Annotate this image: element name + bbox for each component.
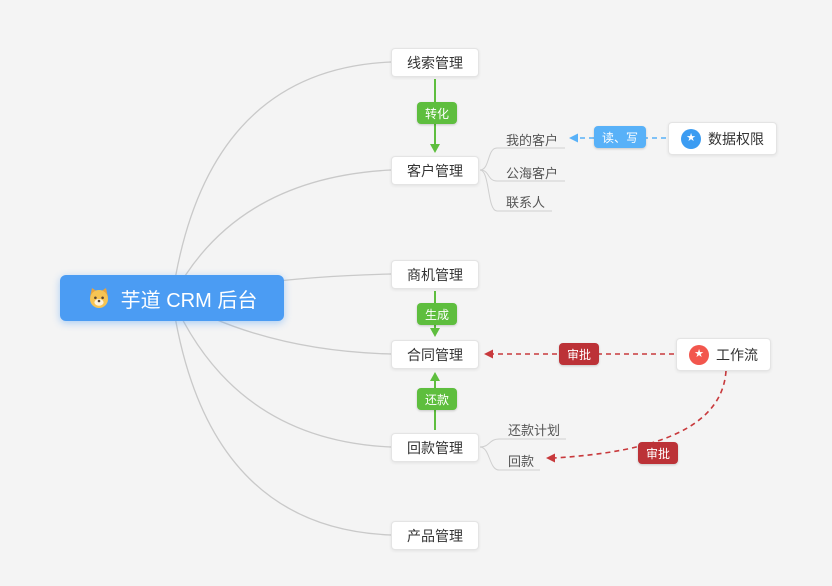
node-workflow[interactable]: ★ 工作流 bbox=[676, 338, 771, 371]
edge-label-approve-receivable: 审批 bbox=[638, 442, 679, 464]
node-contract[interactable]: 合同管理 bbox=[391, 340, 479, 369]
node-data-permission-label: 数据权限 bbox=[708, 130, 764, 147]
node-customers-label: 客户管理 bbox=[407, 162, 463, 179]
node-data-permission[interactable]: ★ 数据权限 bbox=[668, 122, 777, 155]
edge-label-convert: 转化 bbox=[417, 102, 458, 124]
node-contract-label: 合同管理 bbox=[407, 346, 463, 363]
node-opportunity-label: 商机管理 bbox=[407, 266, 463, 283]
node-customers[interactable]: 客户管理 bbox=[391, 156, 479, 185]
edge-label-repay: 还款 bbox=[417, 388, 458, 410]
node-product[interactable]: 产品管理 bbox=[391, 521, 479, 550]
node-product-label: 产品管理 bbox=[407, 527, 463, 544]
child-receipt[interactable]: 回款 bbox=[508, 454, 535, 469]
blue-dashed-arrow bbox=[569, 133, 666, 143]
node-opportunity[interactable]: 商机管理 bbox=[391, 260, 479, 289]
root-node-label: 芋道 CRM 后台 bbox=[120, 289, 258, 312]
child-public-customers[interactable]: 公海客户 bbox=[506, 166, 559, 181]
edge-label-read-write: 读、写 bbox=[594, 126, 647, 148]
child-repayment-plan[interactable]: 还款计划 bbox=[508, 423, 561, 438]
edge-label-approve-contract: 审批 bbox=[559, 343, 600, 365]
node-receivable-label: 回款管理 bbox=[407, 439, 463, 456]
child-my-customers[interactable]: 我的客户 bbox=[506, 133, 559, 148]
dog-logo-icon bbox=[87, 286, 111, 310]
child-edges bbox=[479, 147, 566, 471]
node-workflow-label: 工作流 bbox=[716, 346, 758, 363]
root-node-crm-admin[interactable]: 芋道 CRM 后台 bbox=[60, 275, 284, 321]
node-receivable[interactable]: 回款管理 bbox=[391, 433, 479, 462]
child-contacts[interactable]: 联系人 bbox=[506, 195, 546, 210]
node-leads[interactable]: 线索管理 bbox=[391, 48, 479, 77]
star-icon: ★ bbox=[681, 128, 701, 149]
node-leads-label: 线索管理 bbox=[407, 54, 463, 71]
edge-label-generate: 生成 bbox=[417, 303, 458, 325]
star-icon: ★ bbox=[689, 344, 709, 365]
green-solid-arrows bbox=[430, 79, 440, 430]
